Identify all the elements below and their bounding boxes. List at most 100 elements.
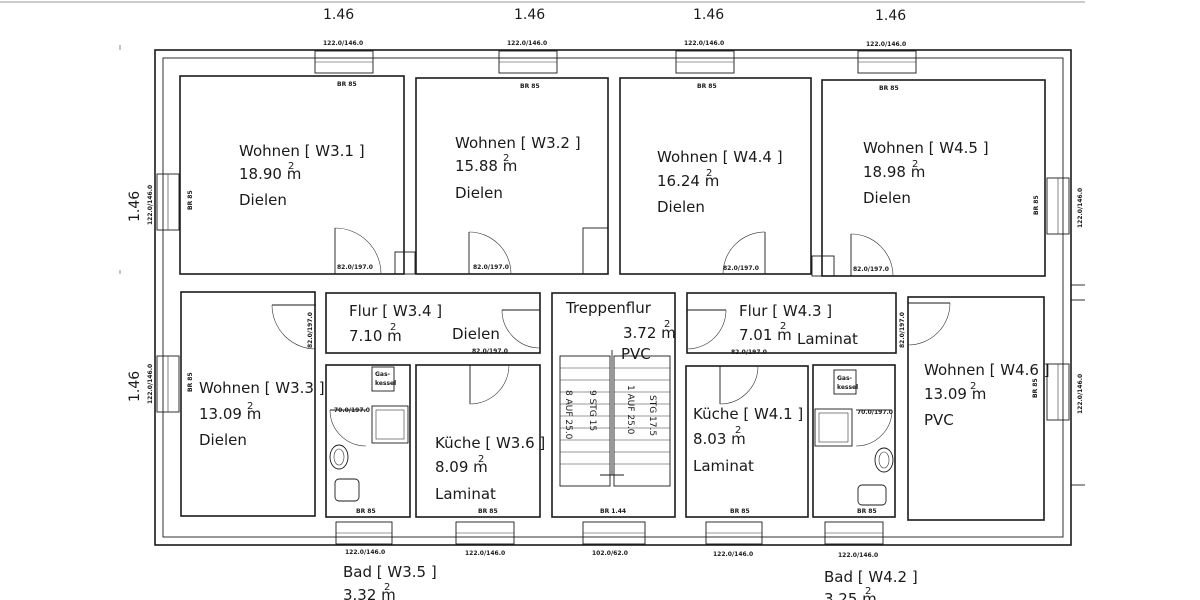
room-w36: [415, 364, 541, 518]
room-w46-floor: PVC: [924, 411, 954, 429]
window-top-4: [857, 50, 917, 74]
door-w31: [334, 227, 382, 275]
room-w42-sup: 2: [865, 586, 871, 597]
door-w46: [907, 302, 951, 346]
door-w31-label: 82.0/197.0: [337, 264, 373, 271]
outer-wall: [154, 49, 1072, 546]
room-w44-area: 16.24 m: [657, 172, 719, 190]
window-bottom-5-label: 122.0/146.0: [838, 552, 878, 559]
room-stair-name: Treppenflur: [565, 299, 652, 317]
dim-top-1: 1.46: [323, 7, 354, 23]
room-w33-area: 13.09 m: [199, 405, 261, 423]
room-w34-floor: Dielen: [452, 325, 500, 343]
dim-left-1: 1.46: [127, 191, 143, 222]
shower-right: [814, 408, 853, 447]
room-w33-name: Wohnen [ W3.3 ]: [199, 379, 325, 397]
br-left-2: BR 85: [187, 372, 194, 392]
shower-left: [371, 405, 409, 444]
br-bottom-3: BR 1.44: [600, 508, 626, 515]
room-stair-sup: 2: [664, 319, 670, 330]
room-stair-floor: PVC: [621, 345, 651, 363]
room-w46-sup: 2: [970, 381, 976, 392]
room-w33-floor: Dielen: [199, 431, 247, 449]
room-w42-area: 3.25 m: [824, 590, 877, 600]
gas-right-label-1: Gas-: [837, 375, 853, 382]
stair-left-label-2: 9 STG 15: [587, 390, 597, 431]
room-w34: [325, 292, 541, 354]
room-w33: [180, 291, 316, 517]
window-top-2: [498, 50, 558, 74]
room-w45: [821, 79, 1046, 277]
label-w36: Küche [ W3.6 ] 8.09 m 2 Laminat: [435, 434, 545, 503]
room-w42: [812, 364, 896, 518]
br-bottom-5: BR 85: [857, 508, 877, 515]
br-bottom-1: BR 85: [356, 508, 376, 515]
room-w46: [907, 296, 1045, 521]
room-w44: [619, 77, 812, 275]
sink-left: [329, 444, 349, 470]
door-kitchen-left-label: 82.0/197.0: [472, 348, 508, 355]
room-w33-sup: 2: [247, 401, 253, 412]
room-w46-area: 13.09 m: [924, 385, 986, 403]
window-bottom-5: [824, 521, 884, 545]
label-w34: Flur [ W3.4 ] 7.10 m 2 Dielen: [349, 302, 500, 345]
window-top-3-label: 122.0/146.0: [684, 40, 724, 47]
room-w32-name: Wohnen [ W3.2 ]: [455, 134, 581, 152]
room-w32-floor: Dielen: [455, 184, 503, 202]
room-stair-area: 3.72 m: [623, 324, 676, 342]
door-w44-label: 82.0/197.0: [723, 265, 759, 272]
window-bottom-1: [335, 521, 393, 545]
room-stair: [551, 292, 676, 518]
room-w34-name: Flur [ W3.4 ]: [349, 302, 442, 320]
room-w41-sup: 2: [735, 425, 741, 436]
window-bottom-4-label: 122.0/146.0: [713, 551, 753, 558]
window-top-1-label: 122.0/146.0: [323, 40, 363, 47]
window-top-4-label: 122.0/146.0: [866, 41, 906, 48]
room-w43: [686, 292, 897, 354]
gas-left-label-1: Gas-: [375, 371, 391, 378]
stair-right-label: STG 17.5: [647, 395, 657, 436]
window-right-1-label: 122.0/146.0: [1077, 188, 1084, 228]
room-w31-name: Wohnen [ W3.1 ]: [239, 142, 365, 160]
door-bath-left: [329, 409, 367, 447]
room-w41-floor: Laminat: [693, 457, 754, 475]
staircase: [559, 350, 671, 487]
toilet-right: [857, 484, 887, 506]
sink-right: [874, 447, 894, 473]
window-top-1: [314, 50, 374, 74]
door-kitchen-right: [719, 365, 759, 405]
room-w34-area: 7.10 m: [349, 327, 402, 345]
door-stair-left: [501, 309, 541, 349]
room-w44-sup: 2: [706, 168, 712, 179]
door-w45: [850, 233, 894, 277]
room-w35-sup: 2: [384, 582, 390, 593]
door-w33-label: 82.0/197.0: [307, 312, 314, 348]
room-w36-sup: 2: [478, 454, 484, 465]
door-bath-right: [855, 409, 893, 447]
br-bottom-2: BR 85: [478, 508, 498, 515]
br-right-1: BR 85: [1033, 195, 1040, 215]
label-w31: Wohnen [ W3.1 ] 18.90 m 2 Dielen: [239, 142, 365, 209]
room-w45-sup: 2: [912, 159, 918, 170]
br-top-1: BR 85: [337, 81, 357, 88]
stair-mid-label: 1 AUF 25.0: [625, 385, 635, 435]
door-stair-right: [686, 309, 727, 350]
room-w41-area: 8.03 m: [693, 430, 746, 448]
window-right-2-label: 122.0/146.0: [1077, 374, 1084, 414]
door-bath-right-label: 70.0/197.0: [857, 409, 893, 416]
room-w42-name: Bad [ W4.2 ]: [824, 568, 918, 586]
dim-top-3: 1.46: [693, 7, 724, 23]
door-kitchen-left: [469, 364, 510, 405]
room-w36-name: Küche [ W3.6 ]: [435, 434, 545, 452]
gas-boiler-left: [371, 366, 395, 392]
br-right-2: BR 85: [1032, 378, 1039, 398]
room-w43-name: Flur [ W4.3 ]: [739, 302, 832, 320]
room-w43-sup: 2: [780, 321, 786, 332]
room-w41: [685, 365, 809, 518]
window-left-1-label: 122.0/146.0: [147, 185, 154, 225]
dim-top-2: 1.46: [514, 7, 545, 23]
window-bottom-2-label: 122.0/146.0: [465, 550, 505, 557]
room-w44-floor: Dielen: [657, 198, 705, 216]
label-w41: Küche [ W4.1 ] 8.03 m 2 Laminat: [693, 405, 803, 475]
